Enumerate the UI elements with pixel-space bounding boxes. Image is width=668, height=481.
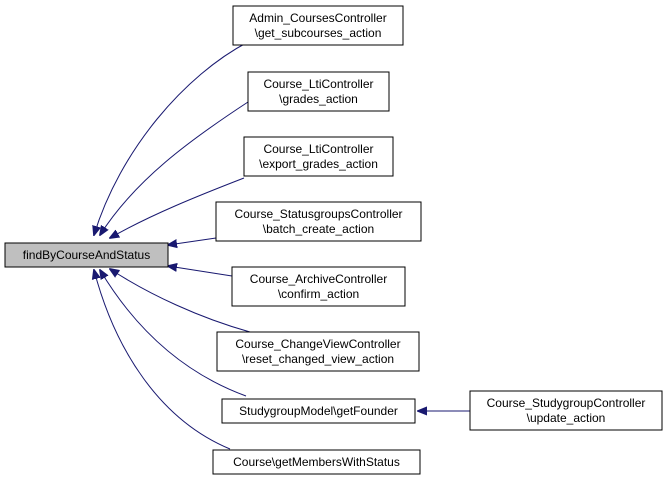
node-box	[221, 398, 416, 424]
node-lti-export-grades[interactable]: Course_LtiController \export_grades_acti…	[243, 136, 394, 177]
edge-lti-export-to-root	[110, 177, 245, 238]
node-archive-confirm[interactable]: Course_ArchiveController \confirm_action	[231, 266, 406, 307]
node-label-line-2: \update_action	[527, 411, 606, 425]
node-box	[469, 390, 663, 431]
node-label-line-2: \get_subcourses_action	[255, 26, 382, 40]
node-label-line-1: Course_StudygroupController	[487, 396, 646, 410]
node-studygroup-update[interactable]: Course_StudygroupController \update_acti…	[469, 390, 663, 431]
node-root-box	[4, 242, 169, 268]
node-label-line-1: StudygroupModel\getFounder	[239, 404, 398, 418]
node-course-getmemberswithstatus[interactable]: Course\getMembersWithStatus	[212, 449, 421, 475]
node-admin-courses-get-subcourses[interactable]: Admin_CoursesController \get_subcourses_…	[232, 5, 404, 46]
node-box	[212, 449, 421, 475]
node-label-line-1: Course_ChangeViewController	[235, 337, 400, 351]
node-box	[216, 331, 420, 372]
node-label-line-2: \batch_create_action	[263, 222, 374, 236]
edge-statusgroups-to-root	[168, 237, 217, 245]
node-statusgroups-batch-create[interactable]: Course_StatusgroupsController \batch_cre…	[215, 201, 422, 242]
node-label-line-1: Course_LtiController	[263, 142, 373, 156]
node-box	[232, 5, 404, 46]
edge-admin-courses-to-root	[94, 41, 249, 235]
node-label-line-1: Course_ArchiveController	[250, 272, 387, 286]
node-label-line-1: Course_StatusgroupsController	[234, 207, 402, 221]
node-changeview-reset[interactable]: Course_ChangeViewController \reset_chang…	[216, 331, 420, 372]
edge-changeview-to-root	[110, 269, 251, 333]
edge-getfounder-to-root	[100, 270, 247, 397]
node-label-line-2: \reset_changed_view_action	[242, 352, 394, 366]
node-box	[243, 136, 394, 177]
node-root-label: findByCourseAndStatus	[23, 248, 150, 262]
edge-lti-grades-to-root	[100, 101, 249, 235]
node-label-line-2: \confirm_action	[278, 287, 359, 301]
node-box	[247, 71, 390, 112]
node-root[interactable]: findByCourseAndStatus	[4, 242, 169, 268]
node-studygroupmodel-getfounder[interactable]: StudygroupModel\getFounder	[221, 398, 416, 424]
node-lti-grades[interactable]: Course_LtiController \grades_action	[247, 71, 390, 112]
node-label-line-1: Course_LtiController	[263, 77, 373, 91]
node-box	[231, 266, 406, 307]
node-label-line-2: \export_grades_action	[259, 157, 378, 171]
node-box	[215, 201, 422, 242]
edge-getmembers-to-root	[94, 270, 231, 450]
edges	[94, 41, 470, 450]
node-label-line-2: \grades_action	[279, 92, 358, 106]
edge-archive-to-root	[168, 266, 233, 277]
node-label-line-1: Admin_CoursesController	[249, 11, 386, 25]
node-label-line-1: Course\getMembersWithStatus	[233, 455, 400, 469]
